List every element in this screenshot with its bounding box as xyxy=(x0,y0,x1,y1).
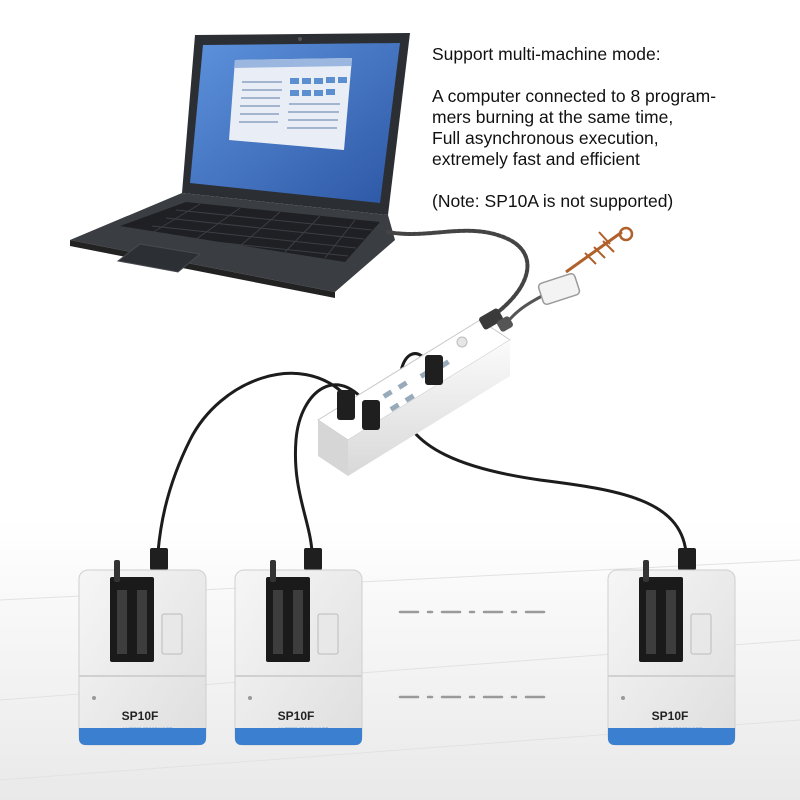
usb-plug-1 xyxy=(337,390,355,420)
status-led xyxy=(92,696,96,700)
usb-plug-3 xyxy=(425,355,443,385)
caption-line-3: Full asynchronous execution, xyxy=(432,128,659,148)
laptop-cable xyxy=(386,228,530,320)
hub-side xyxy=(318,420,348,476)
device-chip-window xyxy=(317,613,339,655)
device-subtitle: HI-SPEED PROGRAMMER xyxy=(123,726,173,731)
usb-plug-2 xyxy=(362,400,380,430)
caption-line-2: mers burning at the same time, xyxy=(432,107,674,127)
zif-socket xyxy=(110,577,154,662)
device-usb-plug xyxy=(678,548,696,570)
screen-text-lines xyxy=(239,81,340,129)
device-subtitle: HI-SPEED PROGRAMMER xyxy=(653,726,703,731)
programmer-device-3: SP10F HI-SPEED PROGRAMMER xyxy=(607,548,736,746)
socket-lever xyxy=(114,560,120,582)
hub-input-plug xyxy=(479,308,503,330)
programmer-device-1: SP10F HI-SPEED PROGRAMMER xyxy=(78,548,207,746)
hub-front xyxy=(348,340,510,476)
usb-hub xyxy=(317,308,513,476)
device-chip-window xyxy=(690,613,712,655)
hub-power-button xyxy=(456,336,468,348)
device-usb-plug xyxy=(304,548,322,570)
module-body xyxy=(537,272,581,306)
programmer-device-2: SP10F HI-SPEED PROGRAMMER xyxy=(234,548,363,746)
keyboard-keys xyxy=(137,203,373,259)
socket-lever xyxy=(270,560,276,582)
antenna-tip-icon xyxy=(618,226,634,242)
device-chip-window xyxy=(161,613,183,655)
device-model-label: SP10F xyxy=(278,709,315,723)
zif-socket xyxy=(639,577,683,662)
device-model-label: SP10F xyxy=(122,709,159,723)
caption-line-1: A computer connected to 8 program- xyxy=(432,86,717,106)
laptop xyxy=(70,33,410,298)
device-usb-plug xyxy=(150,548,168,570)
cables xyxy=(156,228,688,554)
device1-cable xyxy=(156,371,347,554)
antenna-module xyxy=(537,226,634,306)
screen-icons xyxy=(290,77,347,96)
device3-cable xyxy=(397,352,688,554)
caption-line-4: extremely fast and efficient xyxy=(432,149,640,169)
device-subtitle: HI-SPEED PROGRAMMER xyxy=(279,726,329,731)
caption-note: (Note: SP10A is not supported) xyxy=(432,191,674,211)
antenna-coil xyxy=(584,231,615,265)
more-devices-indicator xyxy=(398,610,546,699)
antenna-wire xyxy=(565,230,623,274)
caption-block: Support multi-machine mode: A computer c… xyxy=(432,44,792,212)
touchpad xyxy=(116,243,202,273)
keyboard xyxy=(120,202,380,262)
status-led xyxy=(248,696,252,700)
status-led xyxy=(621,696,625,700)
zif-socket xyxy=(266,577,310,662)
module-plug xyxy=(497,316,513,332)
caption-heading: Support multi-machine mode: xyxy=(432,44,661,64)
device2-cable xyxy=(293,383,374,554)
device-model-label: SP10F xyxy=(652,709,689,723)
socket-lever xyxy=(643,560,649,582)
webcam-icon xyxy=(298,37,302,41)
screen-window-titlebar xyxy=(234,58,352,68)
